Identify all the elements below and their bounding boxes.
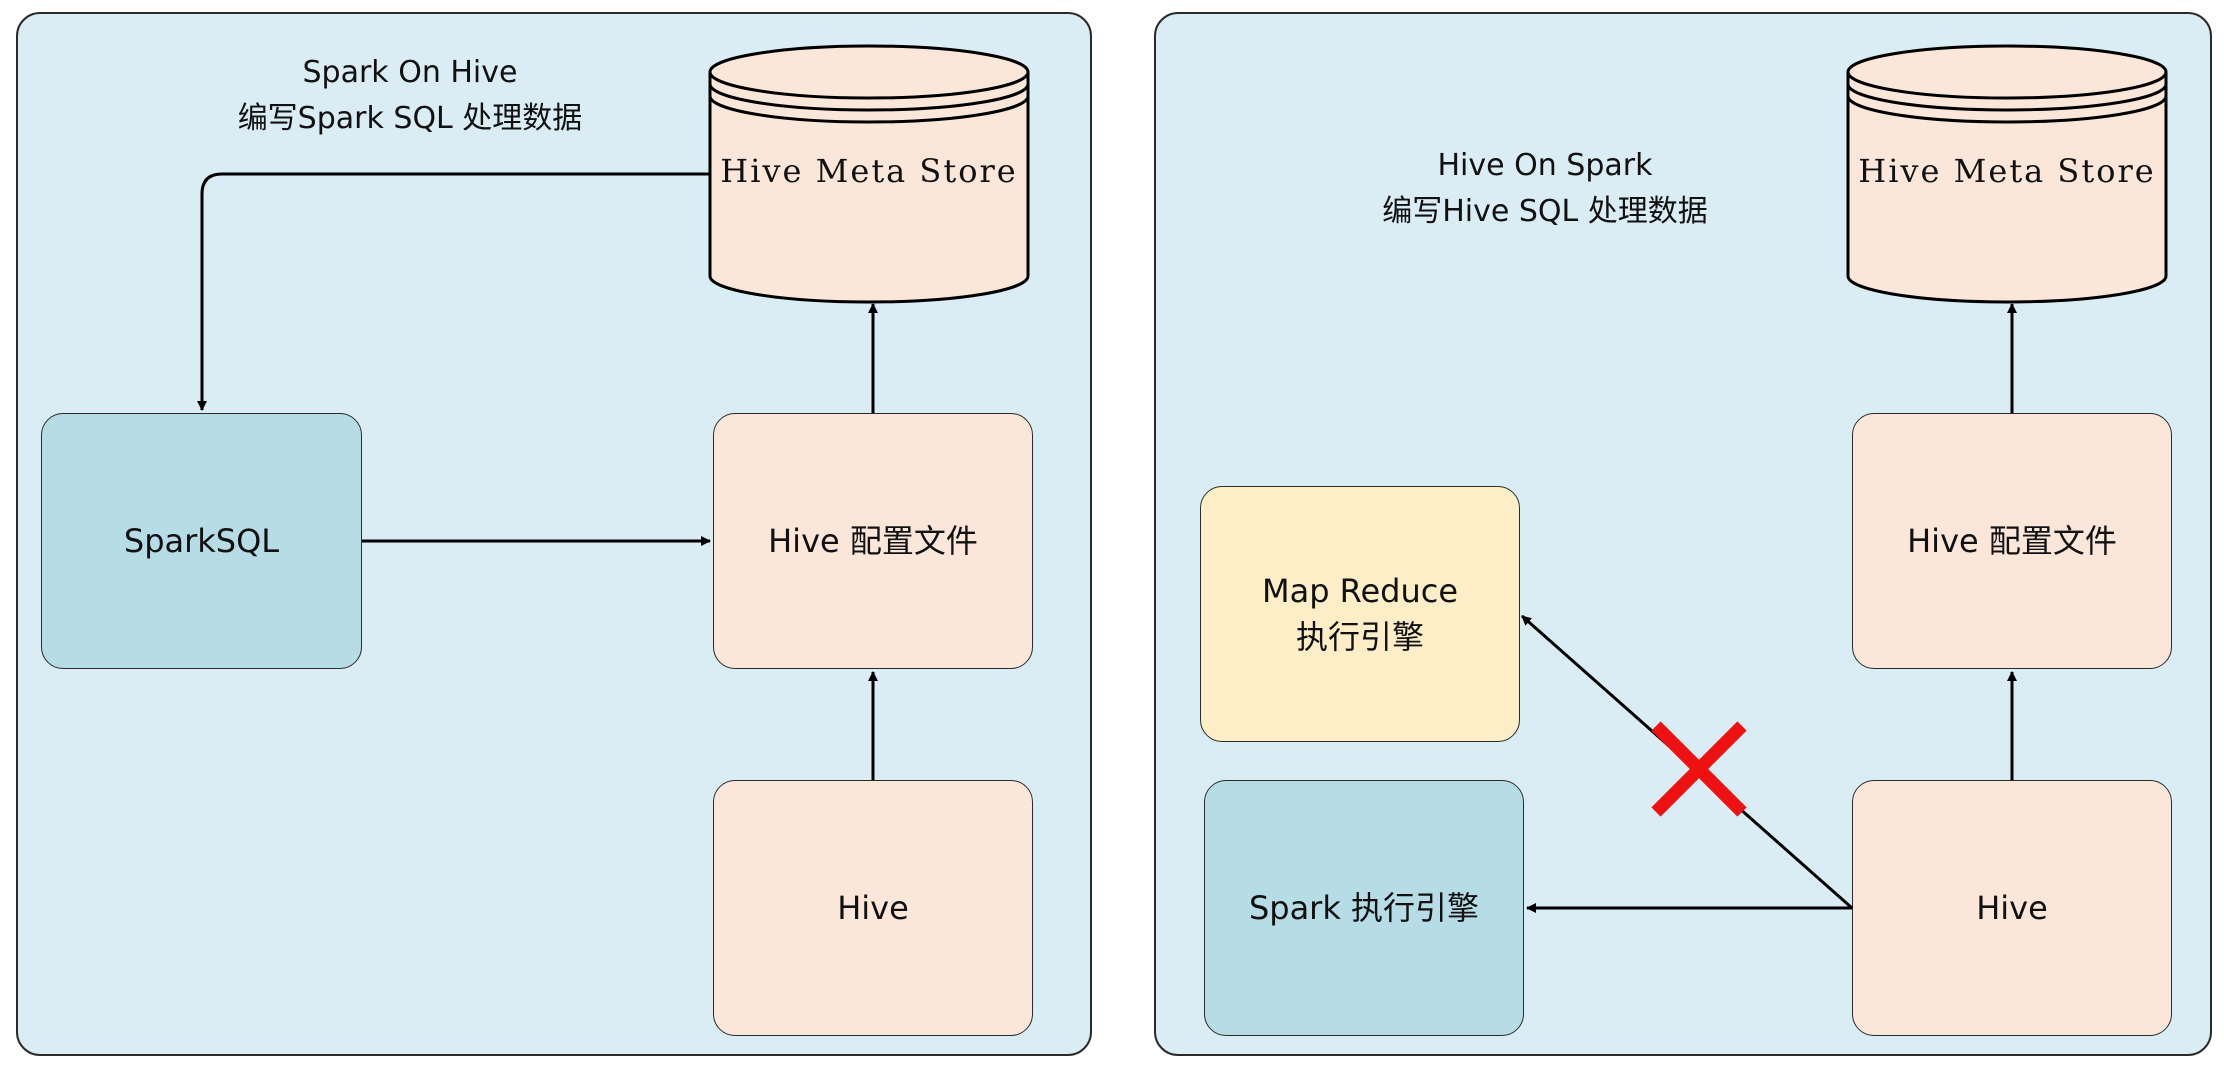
left-metastore-label: Hive Meta Store [720,152,1018,190]
disabled-cross-icon [1651,721,1747,817]
left-title-line2: 编写Spark SQL 处理数据 [237,101,583,136]
right-title-line2: 编写Hive SQL 处理数据 [1382,194,1708,229]
right-panel-title: Hive On Spark 编写Hive SQL 处理数据 [1325,143,1765,235]
left-hive-label: Hive [837,889,909,927]
mapreduce-line2: 执行引擎 [1295,618,1424,656]
right-metastore-cylinder [1846,44,2168,304]
spark-engine-label: Spark 执行引擎 [1248,889,1480,927]
left-metastore-cylinder [708,44,1030,304]
mapreduce-engine-box: Map Reduce 执行引擎 [1200,486,1520,742]
right-hive-config-label: Hive 配置文件 [1907,522,2117,560]
left-hive-config-label: Hive 配置文件 [768,522,978,560]
right-hive-label: Hive [1976,889,2048,927]
left-title-line1: Spark On Hive [302,55,518,90]
right-metastore-label: Hive Meta Store [1858,152,2156,190]
left-panel-title: Spark On Hive 编写Spark SQL 处理数据 [190,50,630,142]
right-hive-config-box: Hive 配置文件 [1852,413,2172,669]
right-hive-box: Hive [1852,780,2172,1036]
sparksql-label: SparkSQL [123,522,280,560]
left-hive-box: Hive [713,780,1033,1036]
mapreduce-line1: Map Reduce [1261,572,1459,610]
left-hive-config-box: Hive 配置文件 [713,413,1033,669]
sparksql-box: SparkSQL [41,413,362,669]
right-title-line1: Hive On Spark [1437,148,1653,183]
arrow-metastore-to-sparksql [197,172,710,411]
spark-engine-box: Spark 执行引擎 [1204,780,1524,1036]
